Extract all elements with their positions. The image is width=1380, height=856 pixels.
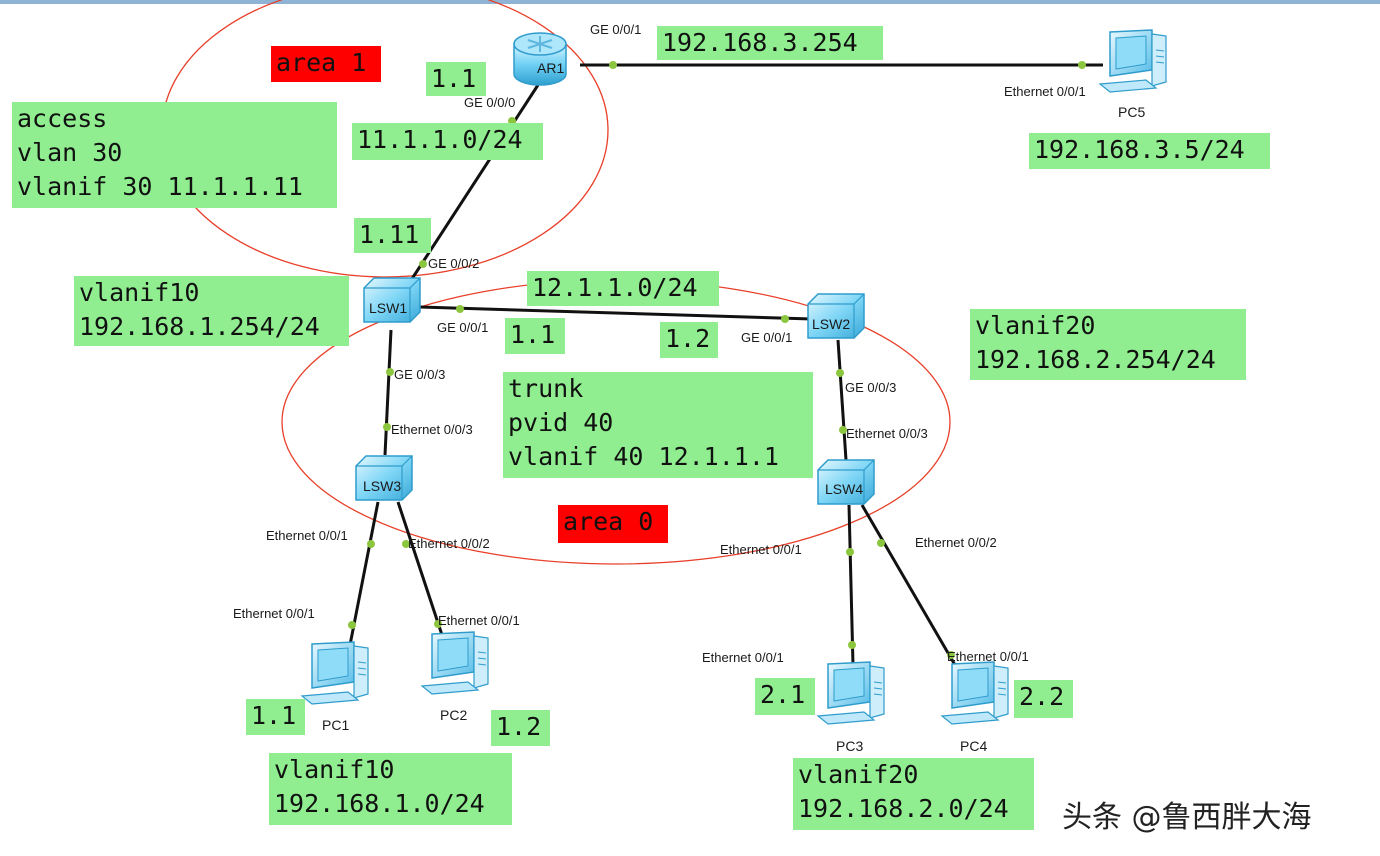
lsw1-link-ip-note: 1.1 <box>505 318 565 354</box>
pc5-ip-note: 192.168.3.5/24 <box>1029 133 1270 169</box>
port-dot <box>609 61 617 69</box>
port-dot <box>877 539 885 547</box>
port-label-lsw4-eth001: Ethernet 0/0/1 <box>720 542 802 557</box>
vlan20-network-note: vlanif20 192.168.2.0/24 <box>793 758 1034 830</box>
port-dot <box>383 423 391 431</box>
pc4-ip-note: 2.2 <box>1014 680 1073 718</box>
port-dot <box>402 540 410 548</box>
lsw1-uplink-ip-note: 1.11 <box>354 218 431 253</box>
link-lsw2-lsw4 <box>836 339 848 461</box>
port-label-lsw1-ge001: GE 0/0/1 <box>437 320 488 335</box>
area0-label: area 0 <box>558 505 668 543</box>
pc4-label: PC4 <box>960 738 987 754</box>
port-label-ar1-ge000: GE 0/0/0 <box>464 95 515 110</box>
port-label-lsw3-eth001: Ethernet 0/0/1 <box>266 528 348 543</box>
pc3-ip-note: 2.1 <box>755 678 815 715</box>
pc4-icon[interactable] <box>941 661 1009 725</box>
pc1-label: PC1 <box>322 717 349 733</box>
port-dot <box>836 369 844 377</box>
pc3-label: PC3 <box>836 738 863 754</box>
switch-lsw1-label: LSW1 <box>369 300 407 316</box>
port-dot <box>348 621 356 629</box>
link-lsw3-pc2 <box>396 501 444 636</box>
pc2-ip-note: 1.2 <box>491 710 550 746</box>
port-label-ar1-ge001: GE 0/0/1 <box>590 22 641 37</box>
port-dot <box>386 368 394 376</box>
pc3-icon[interactable] <box>817 661 885 725</box>
link-lsw3-pc1 <box>348 501 380 646</box>
port-dot <box>947 651 955 659</box>
pc2-icon[interactable] <box>421 631 489 695</box>
link-lsw1-lsw3 <box>383 329 393 456</box>
lsw1-lsw2-subnet-note: 12.1.1.0/24 <box>527 271 719 306</box>
port-label-pc4-eth: Ethernet 0/0/1 <box>947 649 1029 664</box>
switch-lsw4-label: LSW4 <box>825 481 863 497</box>
port-dot <box>848 641 856 649</box>
ar1-lsw1-subnet-note: 11.1.1.0/24 <box>352 123 543 160</box>
port-dot <box>456 305 464 313</box>
lsw2-link-ip-note: 1.2 <box>660 322 718 358</box>
lsw1-vlanif-note: vlanif10 192.168.1.254/24 <box>74 276 349 346</box>
port-label-pc3-eth: Ethernet 0/0/1 <box>702 650 784 665</box>
port-dot <box>367 540 375 548</box>
access-config-note: access vlan 30 vlanif 30 11.1.1.11 <box>12 102 337 208</box>
pc2-label: PC2 <box>440 707 467 723</box>
port-label-lsw2-ge001: GE 0/0/1 <box>741 330 792 345</box>
pc1-icon[interactable] <box>301 641 369 705</box>
port-dot <box>434 620 442 628</box>
port-label-lsw3-eth002: Ethernet 0/0/2 <box>408 536 490 551</box>
pc5-icon[interactable] <box>1099 29 1167 93</box>
port-dot <box>1078 61 1086 69</box>
area1-label: area 1 <box>271 46 381 82</box>
link-ar1-lsw1 <box>404 84 540 289</box>
port-label-lsw4-eth003: Ethernet 0/0/3 <box>846 426 928 441</box>
port-dot <box>419 260 427 268</box>
ar1-wan-ip-note: 192.168.3.254 <box>657 26 883 60</box>
port-label-lsw4-eth002: Ethernet 0/0/2 <box>915 535 997 550</box>
router-ar1-icon[interactable] <box>513 32 567 86</box>
port-label-lsw1-ge002: GE 0/0/2 <box>428 256 479 271</box>
link-lsw1-lsw2 <box>419 305 813 321</box>
port-dot <box>846 548 854 556</box>
switch-lsw2-label: LSW2 <box>812 316 850 332</box>
port-label-pc1-eth: Ethernet 0/0/1 <box>233 606 315 621</box>
port-dot <box>781 315 789 323</box>
watermark-text: 头条 @鲁西胖大海 <box>1062 800 1312 835</box>
link-lsw4-pc4 <box>860 504 957 666</box>
pc5-label: PC5 <box>1118 104 1145 120</box>
port-dot <box>839 426 847 434</box>
link-lsw4-pc3 <box>847 504 855 666</box>
switch-lsw3-label: LSW3 <box>363 478 401 494</box>
pc1-ip-note: 1.1 <box>246 699 305 735</box>
vlan10-network-note: vlanif10 192.168.1.0/24 <box>269 753 512 825</box>
trunk-config-note: trunk pvid 40 vlanif 40 12.1.1.1 <box>503 372 813 478</box>
port-label-lsw3-eth003: Ethernet 0/0/3 <box>391 422 473 437</box>
lsw2-vlanif-note: vlanif20 192.168.2.254/24 <box>970 309 1246 380</box>
port-label-lsw1-ge003: GE 0/0/3 <box>394 367 445 382</box>
port-label-pc2-eth: Ethernet 0/0/1 <box>438 613 520 628</box>
ar1-ip-note: 1.1 <box>426 62 486 96</box>
router-ar1-label: AR1 <box>537 60 564 76</box>
port-label-lsw2-ge003: GE 0/0/3 <box>845 380 896 395</box>
window-top-border <box>0 0 1380 4</box>
port-label-pc5-eth: Ethernet 0/0/1 <box>1004 84 1086 99</box>
